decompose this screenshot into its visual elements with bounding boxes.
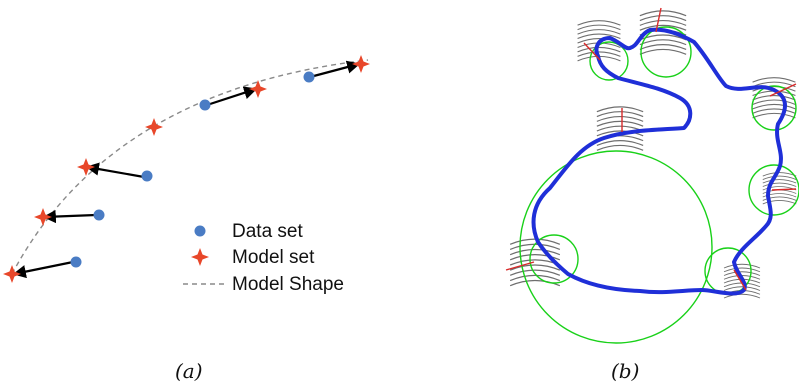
fitted-circle xyxy=(748,164,799,216)
normal-line xyxy=(655,7,662,33)
arrow xyxy=(85,162,145,179)
data-point xyxy=(199,99,211,111)
model-point xyxy=(249,80,267,98)
model-point xyxy=(3,265,21,283)
caption-b: (b) xyxy=(611,359,639,383)
fingerprint-patch xyxy=(751,77,797,119)
data-point xyxy=(141,170,153,182)
data-set-points xyxy=(70,71,315,268)
model-point xyxy=(77,158,95,176)
normal-line xyxy=(505,261,535,271)
normal-line xyxy=(733,269,747,291)
data-point xyxy=(93,209,105,221)
model-point xyxy=(34,208,52,226)
fitted-circle xyxy=(751,85,797,131)
arrow xyxy=(12,260,74,279)
model-point xyxy=(352,55,370,73)
legend-data-label: Data set xyxy=(232,221,303,242)
model-shape-curve xyxy=(11,59,369,275)
arrow xyxy=(309,60,361,79)
fitted-circle xyxy=(519,150,713,344)
fitted-circle xyxy=(529,234,579,284)
data-point xyxy=(70,256,82,268)
normal-line xyxy=(769,83,797,97)
arrow xyxy=(206,86,258,107)
object-contour xyxy=(531,27,787,296)
legend: Data set Model set Model Shape xyxy=(183,221,344,295)
fitted-circle xyxy=(640,26,692,78)
contour-normals xyxy=(505,7,797,291)
panel-a: Data set Model set Model Shape (a) xyxy=(3,55,370,383)
fingerprint-patch xyxy=(596,106,644,151)
normal-line xyxy=(583,42,601,61)
model-set-points xyxy=(3,55,370,283)
panel-b: (b) xyxy=(505,7,799,383)
correspondence-arrows xyxy=(12,60,361,279)
normal-line xyxy=(771,188,797,191)
legend-model-marker xyxy=(191,248,209,266)
legend-data-marker xyxy=(194,225,206,237)
legend-shape-label: Model Shape xyxy=(232,274,344,295)
caption-a: (a) xyxy=(175,359,203,383)
fitted-circle xyxy=(589,41,629,81)
legend-model-label: Model set xyxy=(232,247,315,268)
fitted-circles xyxy=(519,26,799,344)
data-point xyxy=(303,71,315,83)
model-point xyxy=(145,118,163,136)
fingerprint-patches xyxy=(509,10,797,299)
arrow xyxy=(42,209,97,224)
